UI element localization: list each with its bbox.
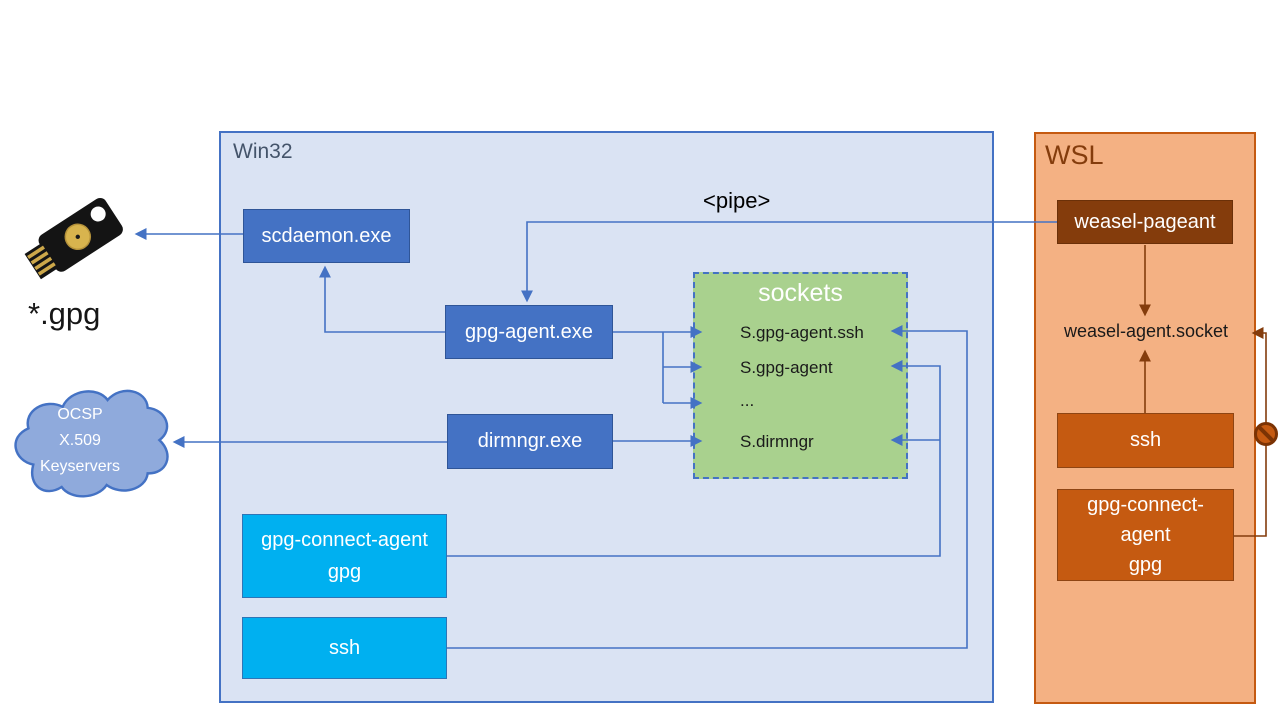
cloud-label-line: OCSP [57,406,103,423]
gpg-files-label: *.gpg [28,296,101,331]
node-label-line: gpg-connect-agent [261,529,428,551]
node-scdaemon: scdaemon.exe [243,209,410,263]
sockets-title: sockets [758,279,843,307]
node-gpg-agent: gpg-agent.exe [445,305,613,359]
no-entry-icon [1254,422,1278,446]
node-ssh-win32: ssh [242,617,447,679]
socket-entry-ellipsis: ... [740,391,755,410]
node-weasel-pageant: weasel-pageant [1057,200,1233,244]
yubikey-hole [90,206,106,222]
cloud-label-line: Keyservers [39,457,121,475]
cloud-label: OCSP X.509 Keyservers [10,402,150,480]
yubikey-icon [24,198,123,280]
node-label-line: agent [1120,524,1171,546]
node-label-line: gpg [1128,554,1163,576]
node-gpg-connect-agent-wsl: gpg-connect- agent gpg [1057,489,1234,581]
socket-entry-dirmngr: S.dirmngr [740,432,814,451]
cloud-label-line: X.509 [59,431,101,449]
socket-entry-gpg-agent: S.gpg-agent [740,358,833,377]
pipe-label: <pipe> [703,188,771,213]
node-dirmngr: dirmngr.exe [447,414,613,469]
win32-label: Win32 [233,140,293,163]
yubikey-usb-connector [24,240,62,280]
node-label-line: gpg [327,561,362,583]
socket-entry-gpg-agent-ssh: S.gpg-agent.ssh [740,323,864,342]
node-ssh-wsl: ssh [1057,413,1234,468]
node-gpg-connect-agent-win32: gpg-connect-agent gpg [242,514,447,598]
keyservers-cloud-icon [14,389,169,498]
sockets-group: sockets S.gpg-agent.ssh S.gpg-agent ... … [693,272,908,479]
node-label-line: gpg-connect- [1087,494,1204,516]
wsl-label: WSL [1045,140,1104,170]
weasel-agent-socket-label: weasel-agent.socket [1063,321,1229,341]
